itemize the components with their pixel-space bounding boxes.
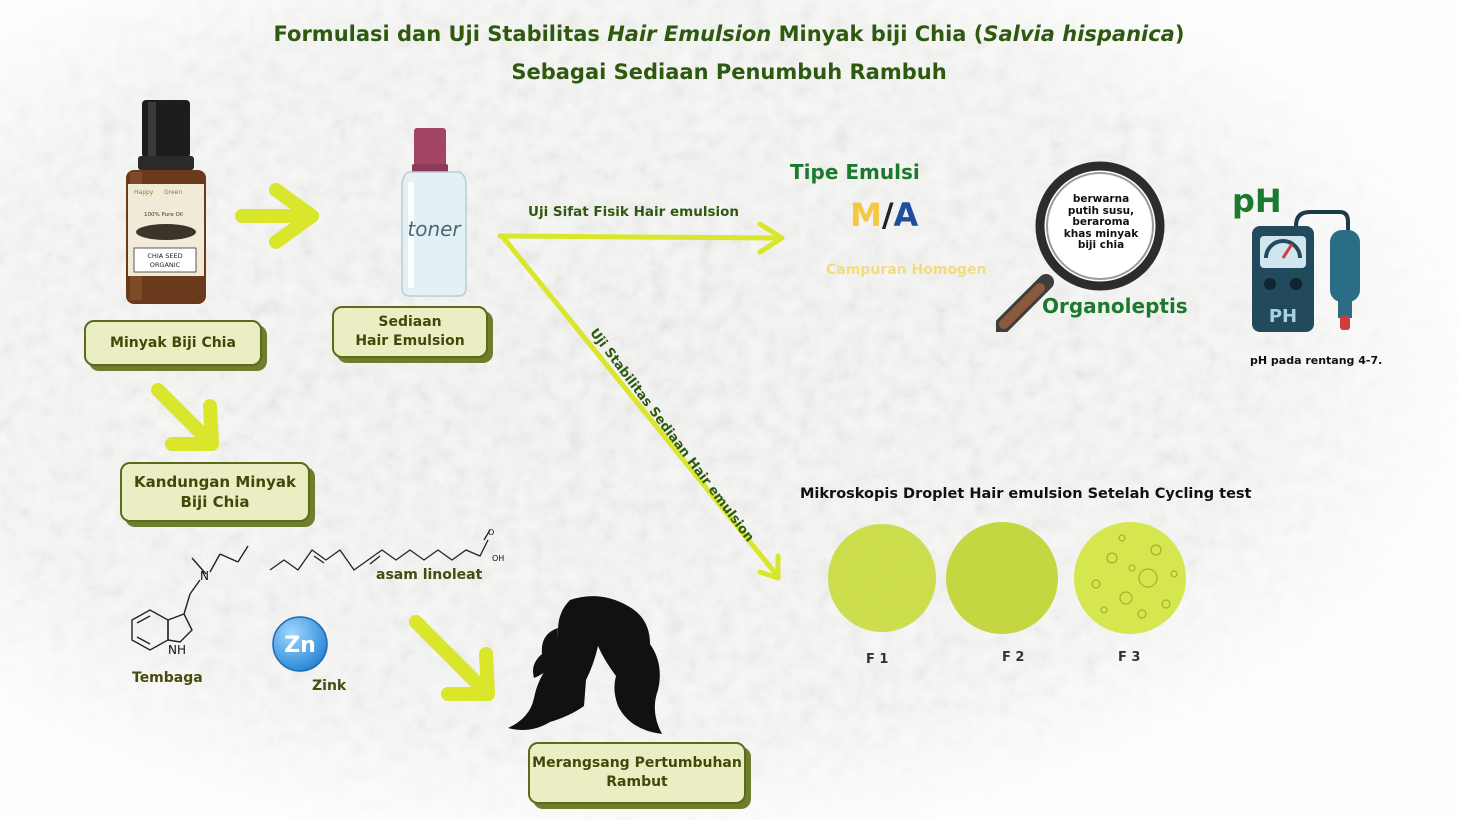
uji-fisik-label: Uji Sifat Fisik Hair emulsion [528,204,739,220]
nh-label: NH [168,643,186,657]
toner-label: toner [407,217,462,241]
organoleptis-label: Organoleptis [1042,294,1188,318]
ma-a: A [893,196,919,234]
ph-meter-label: PH [1269,306,1297,327]
organoleptis-description: berwarna putih susu, beraroma khas minya… [1063,193,1139,252]
page-subtitle: Sebagai Sediaan Penumbuh Rambuh [511,60,947,84]
page-title: Formulasi dan Uji Stabilitas Hair Emulsi… [0,22,1458,46]
title-part: Formulasi dan Uji Stabilitas [273,22,608,46]
zn-symbol: Zn [284,633,316,658]
droplet-image-f2 [946,522,1058,634]
bottle-brand: Green [164,189,182,196]
mikroskopis-heading: Mikroskopis Droplet Hair emulsion Setela… [800,486,1252,502]
micro-label-f2: F 2 [1002,650,1025,665]
bottle-label: ORGANIC [150,261,181,269]
ph-range-note: pH pada rentang 4-7. [1250,354,1383,367]
ma-m: M [850,196,882,234]
box-sediaan-hair-emulsion: Sediaan Hair Emulsion [332,306,488,358]
zink-label: Zink [312,678,347,694]
zinc-icon: Zn [272,616,328,672]
microscopy-images [828,522,1186,634]
tipe-emulsi-heading: Tipe Emulsi [790,160,920,184]
nitrogen-label: N [200,569,209,583]
hair-silhouette-icon [508,596,662,734]
magnifier-icon [996,161,1165,332]
tryptamine-molecule: N NH [131,545,249,657]
box-kandungan-minyak: Kandungan Minyak Biji Chia [120,462,310,522]
oxygen-label: O [488,528,494,537]
toner-bottle-image: toner [401,128,467,297]
ph-meter-icon: PH [1252,210,1360,332]
chia-oil-bottle-image: Happy Green 100% Pure Oil CHIA SEED ORGA… [126,100,206,304]
arrow-uji-stabilitas [499,233,781,581]
box-merangsang-pertumbuhan: Merangsang Pertumbuhan Rambut [528,742,746,804]
micro-label-f1: F 1 [866,652,889,667]
arrow-minyak-down [151,383,219,451]
droplet-image-f3 [1074,522,1186,634]
box-minyak-biji-chia: Minyak Biji Chia [84,320,262,366]
campuran-homogen-text: Campuran Homogen [826,262,987,278]
linoleic-acid-molecule: O OH [269,528,504,571]
arrow-to-hair [409,615,495,701]
emulsion-type-ma: M/A [850,196,918,234]
bottle-pure-text: 100% Pure Oil [144,212,183,218]
asam-linoleat-label: asam linoleat [376,567,483,583]
ph-heading: pH [1232,182,1282,220]
title-part-italic: Hair Emulsion [607,22,772,46]
bottle-label: CHIA SEED [147,252,182,260]
micro-label-f3: F 3 [1118,650,1141,665]
title-part: ) [1174,22,1185,46]
bottle-brand: Happy [134,189,154,196]
droplet-image-f1 [828,524,936,632]
arrow-bottle-to-toner [235,183,319,249]
ma-slash: / [881,196,894,234]
title-part: Minyak biji Chia ( [771,22,984,46]
tembaga-label: Tembaga [132,670,203,686]
title-part-italic: Salvia hispanica [983,22,1175,46]
arrow-uji-fisik [497,221,785,255]
oh-label: OH [492,554,504,563]
